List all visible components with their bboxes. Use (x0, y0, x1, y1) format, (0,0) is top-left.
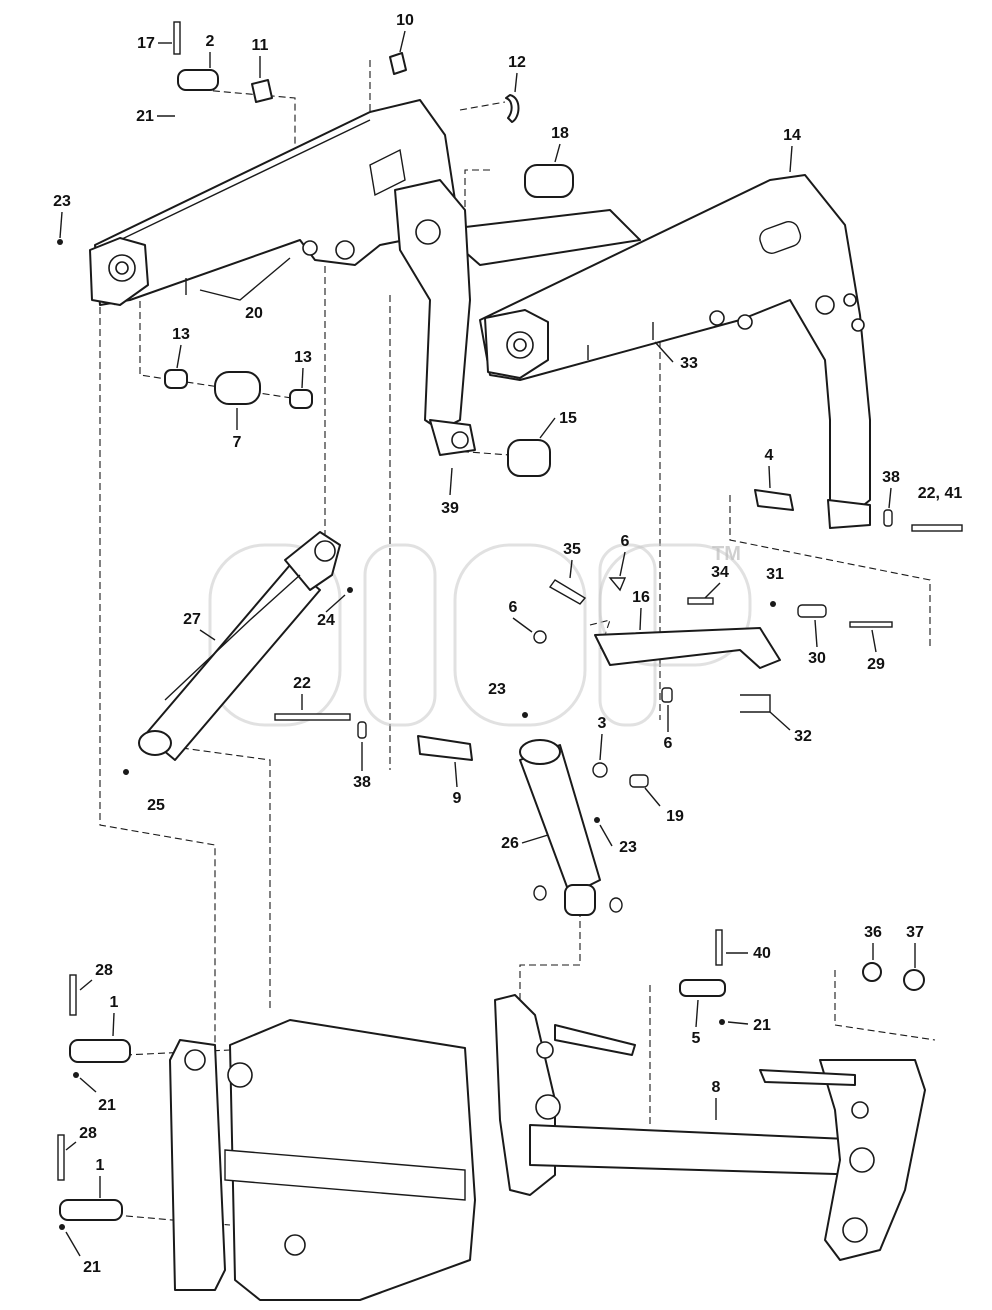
callout-1: 1 (96, 1157, 105, 1174)
callout-17: 17 (137, 35, 155, 52)
callout-26: 26 (501, 835, 519, 852)
watermark-logo: TM (208, 543, 752, 727)
callout-21: 21 (98, 1097, 116, 1114)
callout-24: 24 (317, 612, 335, 629)
pin-4 (754, 489, 794, 511)
small-parts-upper (57, 21, 654, 477)
callout-labels: 17 2 11 10 12 18 14 21 23 20 13 13 7 33 … (53, 12, 962, 1276)
callout-39: 39 (441, 500, 459, 517)
callout-8: 8 (712, 1079, 721, 1096)
callout-33: 33 (680, 355, 698, 372)
callout-34: 34 (711, 564, 729, 581)
trademark-label: TM (712, 543, 741, 565)
callout-21: 21 (753, 1017, 771, 1034)
callout-6: 6 (664, 735, 673, 752)
leader-lines (59, 30, 916, 1257)
pin-9 (417, 735, 473, 761)
callout-31: 31 (766, 566, 784, 583)
callout-38: 38 (353, 774, 371, 791)
callout-15: 15 (559, 410, 577, 427)
callout-30: 30 (808, 650, 826, 667)
callout-25: 25 (147, 797, 165, 814)
chassis-frame (57, 974, 476, 1301)
callout-7: 7 (233, 434, 242, 451)
callout-27: 27 (183, 611, 201, 628)
callout-35: 35 (563, 541, 581, 558)
callout-18: 18 (551, 125, 569, 142)
bushing-11 (251, 79, 273, 103)
callout-32: 32 (794, 728, 812, 745)
callout-28: 28 (95, 962, 113, 979)
hydraulic-parts (274, 489, 963, 916)
callout-14: 14 (783, 127, 801, 144)
bushing-7 (214, 371, 261, 405)
callout-10: 10 (396, 12, 414, 29)
callout-23: 23 (488, 681, 506, 698)
callout-6: 6 (509, 599, 518, 616)
callout-19: 19 (666, 808, 684, 825)
callout-23: 23 (53, 193, 71, 210)
bolt-22 (274, 713, 351, 721)
callout-38: 38 (882, 469, 900, 486)
attachment-plate (494, 929, 926, 1261)
callout-28: 28 (79, 1125, 97, 1142)
callout-11: 11 (252, 37, 269, 54)
valve-16 (533, 577, 781, 713)
callout-20: 20 (245, 305, 263, 322)
bushing-13a (164, 369, 188, 389)
callout-22-41: 22, 41 (918, 485, 963, 502)
bushing-15 (507, 439, 551, 477)
bushing-13b (289, 389, 313, 409)
bushing-10 (389, 52, 407, 75)
callout-36: 36 (864, 924, 882, 941)
callout-3: 3 (598, 715, 607, 732)
callout-1: 1 (110, 994, 119, 1011)
callout-29: 29 (867, 656, 885, 673)
callout-4: 4 (765, 447, 774, 464)
callout-21: 21 (136, 108, 154, 125)
bushing-18 (524, 164, 574, 198)
pin-2 (177, 69, 219, 91)
callout-21: 21 (83, 1259, 101, 1276)
callout-22: 22 (293, 675, 311, 692)
callout-13: 13 (294, 349, 312, 366)
cylinder-26 (519, 744, 601, 896)
callout-6: 6 (621, 533, 630, 550)
callout-23: 23 (619, 839, 637, 856)
left-lift-arm (89, 99, 456, 306)
lift-cylinder-27 (123, 531, 353, 775)
callout-40: 40 (753, 945, 771, 962)
callout-2: 2 (206, 33, 215, 50)
right-lift-arm (394, 174, 871, 529)
clip-12 (505, 94, 520, 123)
callout-16: 16 (632, 589, 650, 606)
callout-9: 9 (453, 790, 462, 807)
callout-37: 37 (906, 924, 924, 941)
callout-12: 12 (508, 54, 526, 71)
callout-13: 13 (172, 326, 190, 343)
callout-5: 5 (692, 1030, 701, 1047)
